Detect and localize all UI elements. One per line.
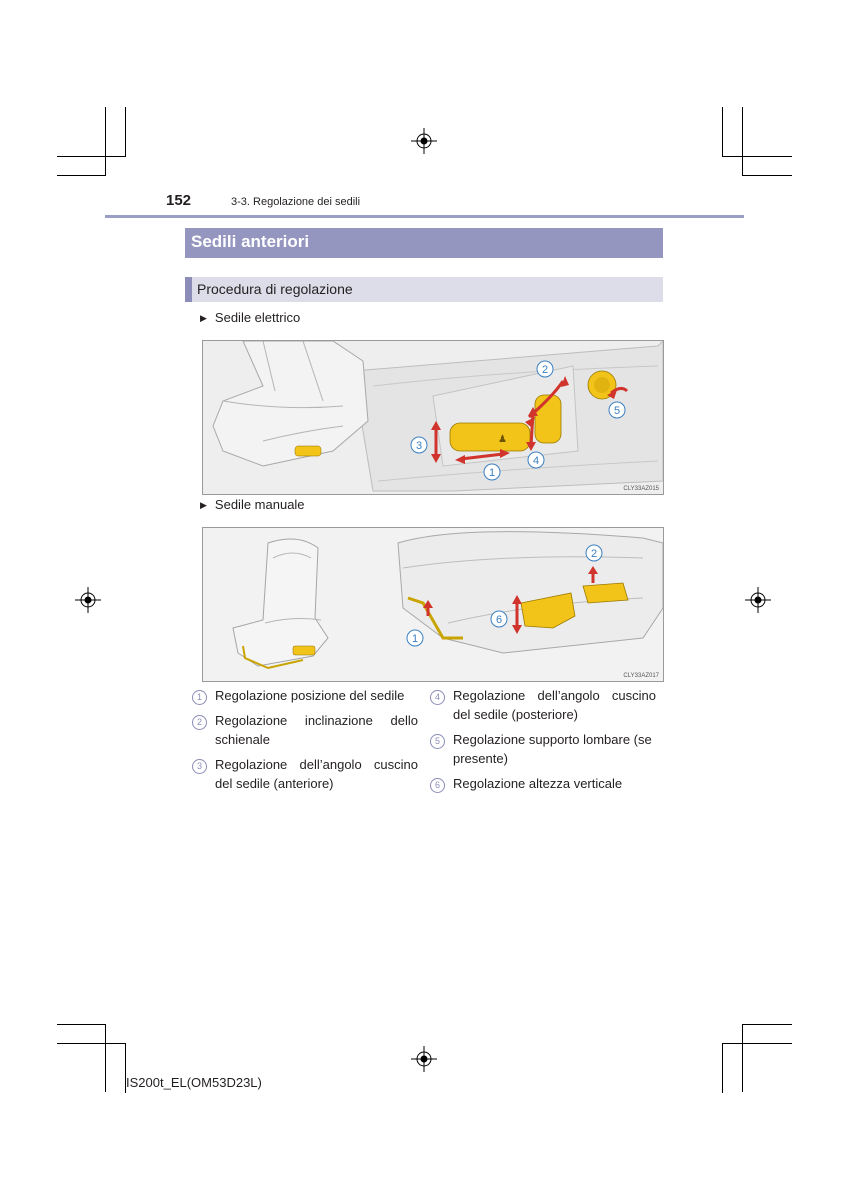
section-title: Sedili anteriori [191, 232, 310, 251]
legend-text: Regolazione posizione del sedile [215, 688, 405, 703]
legend-item: 1 Regolazione posizione del sedile [192, 686, 418, 705]
svg-text:1: 1 [412, 633, 418, 645]
registration-mark-icon [411, 128, 437, 154]
crop-mark [57, 1024, 106, 1025]
crop-mark [57, 175, 106, 176]
bullet-triangle-icon: ▶ [200, 500, 207, 510]
callout-number: 4 [430, 690, 445, 705]
svg-text:2: 2 [591, 548, 597, 560]
registration-mark-icon [75, 587, 101, 613]
crop-mark [125, 1043, 126, 1093]
crop-mark [125, 107, 126, 157]
callout-number: 2 [192, 715, 207, 730]
figure-bullet: ▶ Sedile elettrico [200, 310, 300, 325]
header-rule [105, 215, 744, 218]
crop-mark [742, 107, 743, 175]
manual-seat-figure: 1 2 6 CLY33AZ017 [202, 527, 664, 682]
crop-mark [722, 1043, 792, 1044]
registration-mark-icon [745, 587, 771, 613]
subsection-title: Procedura di regolazione [197, 281, 353, 297]
svg-text:♟: ♟ [498, 434, 507, 445]
crop-mark [742, 1024, 743, 1092]
subsection-accent-bar [185, 277, 192, 302]
legend-text: Regolazione dell’angolo cuscino del sedi… [215, 757, 418, 791]
legend-text: Regolazione supporto lombare (se present… [453, 732, 652, 766]
callout-number: 6 [430, 778, 445, 793]
section-title-bar: Sedili anteriori [185, 228, 663, 258]
legend-item: 3 Regolazione dell’angolo cuscino del se… [192, 755, 418, 793]
crop-mark [57, 1043, 125, 1044]
svg-text:5: 5 [614, 405, 620, 417]
crop-mark [105, 107, 106, 175]
crop-mark [57, 156, 125, 157]
crop-mark [742, 1024, 792, 1025]
callout-number: 1 [192, 690, 207, 705]
crop-mark [105, 1024, 106, 1092]
svg-text:3: 3 [416, 440, 422, 452]
section-breadcrumb: 3-3. Regolazione dei sedili [231, 196, 361, 208]
crop-mark [722, 107, 723, 157]
figure-bullet-label: Sedile elettrico [214, 310, 301, 325]
figure-bullet: ▶ Sedile manuale [200, 497, 305, 512]
callout-number: 3 [192, 759, 207, 774]
figure-code: CLY33AZ017 [623, 673, 659, 679]
subsection-title-bar: Procedura di regolazione [185, 277, 663, 302]
legend-item: 5 Regolazione supporto lombare (se prese… [430, 730, 656, 768]
crop-mark [742, 175, 792, 176]
legend-item: 6 Regolazione altezza verticale [430, 774, 656, 793]
power-seat-figure: ♟ 3 1 2 4 5 CLY33AZ015 [202, 340, 664, 495]
legend-text: Regolazione inclinazione dello schienale [215, 713, 418, 747]
figure-code: CLY33AZ015 [623, 486, 659, 492]
registration-mark-icon [411, 1046, 437, 1072]
legend-text: Regolazione altezza verticale [453, 776, 623, 791]
bullet-triangle-icon: ▶ [200, 313, 207, 323]
legend-text: Regolazione dell’angolo cuscino del sedi… [453, 688, 656, 722]
svg-text:6: 6 [496, 614, 502, 626]
svg-text:1: 1 [489, 467, 495, 479]
svg-text:4: 4 [533, 455, 539, 467]
legend-item: 4 Regolazione dell’angolo cuscino del se… [430, 686, 656, 724]
document-code: IS200t_EL(OM53D23L) [126, 1075, 262, 1090]
crop-mark [722, 156, 792, 157]
crop-mark [722, 1043, 723, 1093]
legend-item: 2 Regolazione inclinazione dello schiena… [192, 711, 418, 749]
svg-text:2: 2 [542, 364, 548, 376]
callout-number: 5 [430, 734, 445, 749]
page-number: 152 [166, 192, 192, 209]
figure-bullet-label: Sedile manuale [214, 497, 305, 512]
